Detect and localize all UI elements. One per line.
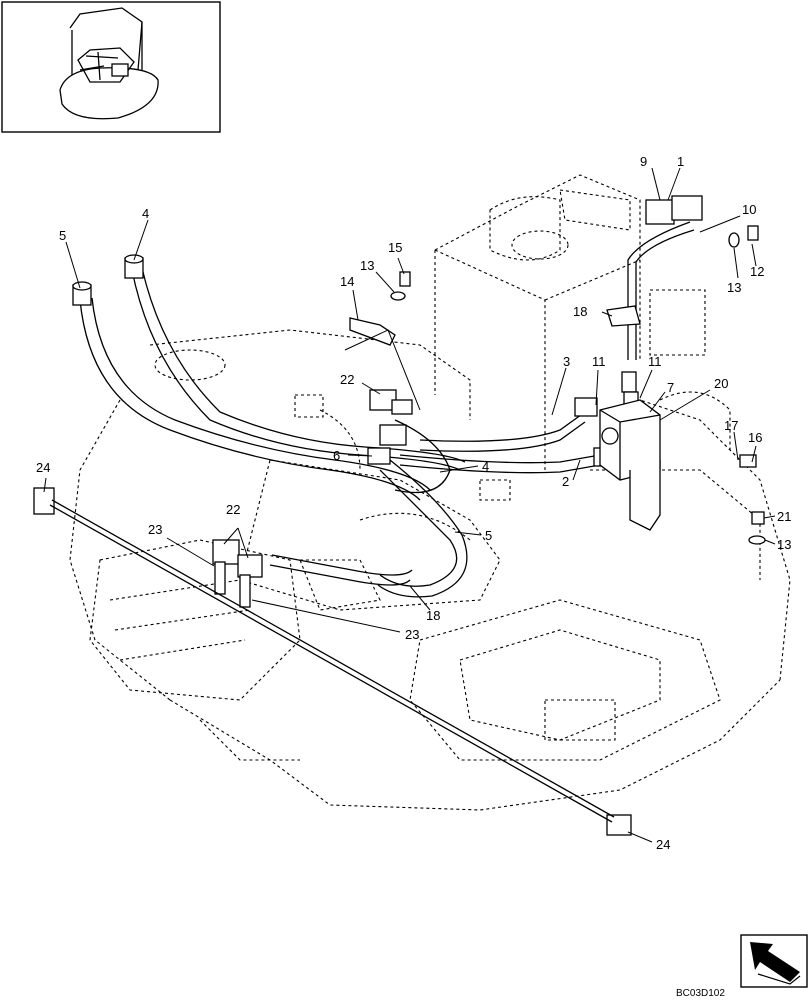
- label-23b: 23: [405, 627, 419, 642]
- label-18a: 18: [573, 304, 587, 319]
- leader-lines: [43, 167, 776, 843]
- label-9: 9: [640, 154, 647, 169]
- valve-block: [349, 225, 766, 545]
- label-24a: 24: [36, 460, 50, 475]
- hose-assemblies: [79, 221, 695, 598]
- part-labels: 1 2 3 4 4 5 5 6 7 9 10 11 11 12 13 13 13…: [36, 154, 791, 852]
- pilot-line: [49, 499, 615, 823]
- label-22b: 22: [226, 502, 240, 517]
- machine-frame-outline: [69, 174, 791, 811]
- label-24b: 24: [656, 837, 670, 852]
- label-13a: 13: [360, 258, 374, 273]
- label-23a: 23: [148, 522, 162, 537]
- orientation-arrow-icon: [740, 934, 808, 988]
- label-22a: 22: [340, 372, 354, 387]
- label-15: 15: [388, 240, 402, 255]
- label-20: 20: [714, 376, 728, 391]
- label-5b: 5: [485, 528, 492, 543]
- label-11a: 11: [592, 354, 606, 369]
- label-4b: 4: [482, 459, 489, 474]
- label-18b: 18: [426, 608, 440, 623]
- label-14: 14: [340, 274, 354, 289]
- label-11b: 11: [648, 354, 662, 369]
- excavator-thumbnail-icon: [1, 1, 221, 133]
- label-13c: 13: [777, 537, 791, 552]
- label-21: 21: [777, 509, 791, 524]
- label-3: 3: [563, 354, 570, 369]
- drawing-code: BC03D102: [676, 988, 725, 999]
- label-16: 16: [748, 430, 762, 445]
- label-4a: 4: [142, 206, 149, 221]
- label-6: 6: [333, 448, 340, 463]
- label-10: 10: [742, 202, 756, 217]
- label-17: 17: [724, 418, 738, 433]
- label-13b: 13: [727, 280, 741, 295]
- label-2: 2: [562, 474, 569, 489]
- label-12: 12: [750, 264, 764, 279]
- label-1: 1: [677, 154, 684, 169]
- label-5a: 5: [59, 228, 66, 243]
- label-7: 7: [667, 380, 674, 395]
- hose-fittings: [33, 195, 703, 836]
